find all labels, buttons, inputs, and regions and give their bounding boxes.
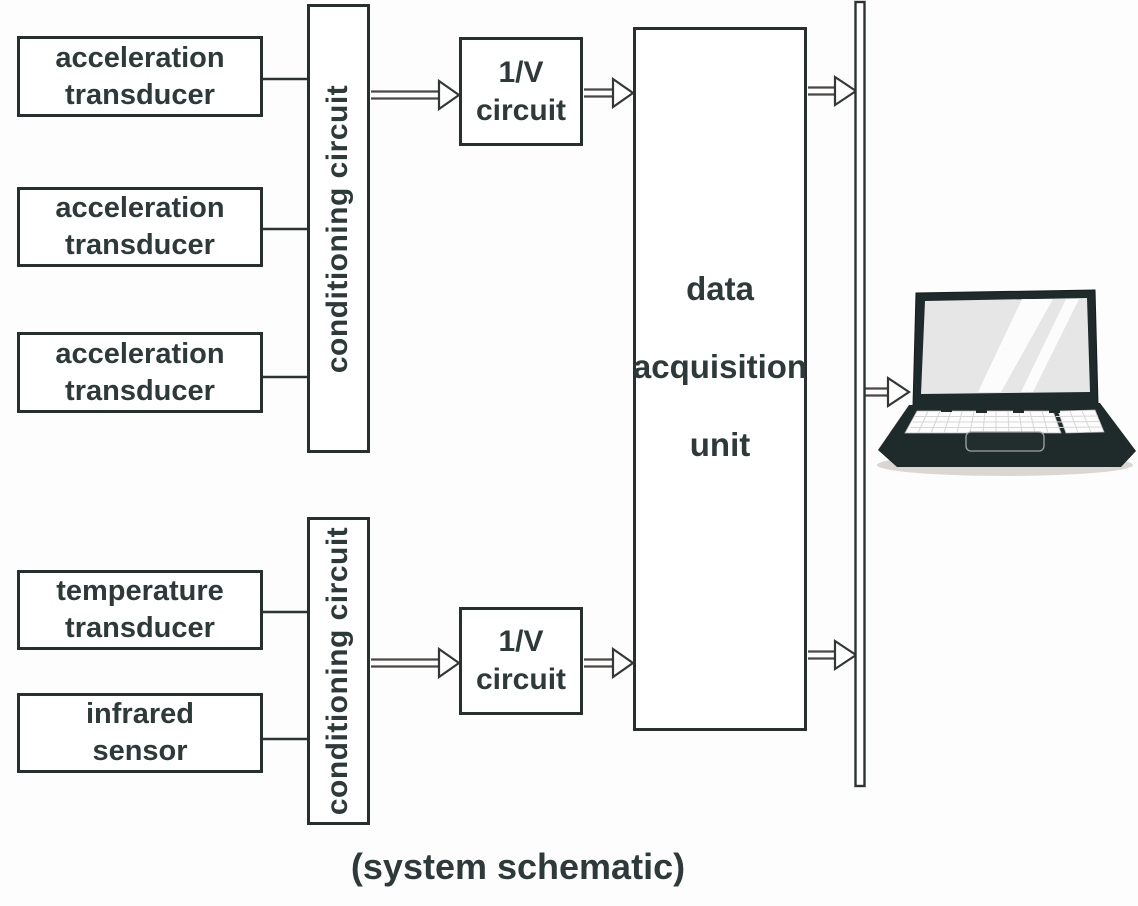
block-iv-circuit-bottom: 1/V circuit [459,607,583,715]
block-conditioning-circuit-top: conditioning circuit [307,4,370,453]
block-acceleration-transducer-1: acceleration transducer [17,36,263,117]
block-label: infrared sensor [86,698,194,767]
block-acceleration-transducer-2: acceleration transducer [17,187,263,267]
block-label-line: acquisition [632,348,808,385]
block-infrared-sensor: infrared sensor [17,693,263,773]
laptop-icon [877,289,1136,476]
block-label: temperature transducer [56,575,224,644]
bus-bar [854,0,866,788]
block-iv-circuit-top: 1/V circuit [459,37,583,146]
block-label: conditioning circuit [321,526,355,816]
hollow-arrow-icon [371,74,911,680]
block-label: acceleration transducer [55,41,225,111]
diagram-caption: (system schematic) [350,846,686,887]
block-label: acceleration transducer [55,337,225,407]
block-label-line: unit [689,426,751,463]
block-label-line: data [686,270,754,307]
block-label: 1/V circuit [475,625,567,696]
block-acceleration-transducer-3: acceleration transducer [17,332,263,413]
block-label: conditioning circuit [321,84,355,373]
block-data-acquisition-unit: data acquisition unit [633,27,807,731]
connector-lines [262,77,309,741]
block-temperature-transducer: temperature transducer [17,570,263,650]
block-label: acceleration transducer [55,192,225,261]
block-label: 1/V circuit [475,55,567,127]
block-conditioning-circuit-bottom: conditioning circuit [307,517,370,825]
